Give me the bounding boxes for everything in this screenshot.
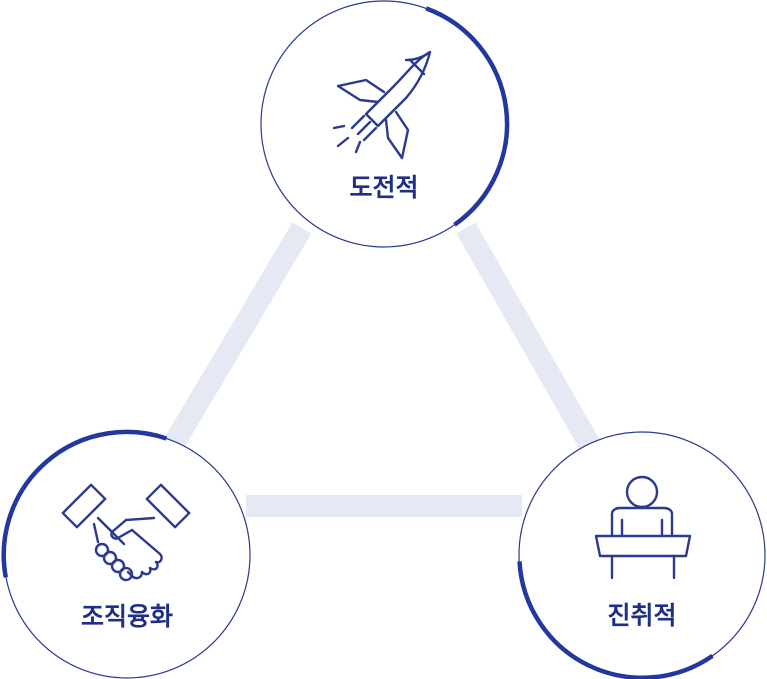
person-at-podium-icon [594,475,692,580]
node-left-accent-arc [1,429,168,578]
node-top-label: 도전적 [349,173,418,202]
connector-top-right [456,222,600,451]
triangle-connectors [163,222,600,517]
node-right: 진취적 [517,431,766,679]
handshake-icon [61,483,191,582]
node-top: 도전적 [260,0,510,248]
node-left-label: 조직융화 [81,602,173,631]
rocket-icon [332,50,432,160]
node-right-accent-arc [517,561,714,679]
connector-top-left [163,222,312,451]
node-top-accent-arc [425,6,510,227]
node-left: 조직융화 [1,429,251,679]
node-right-label: 진취적 [607,601,676,630]
